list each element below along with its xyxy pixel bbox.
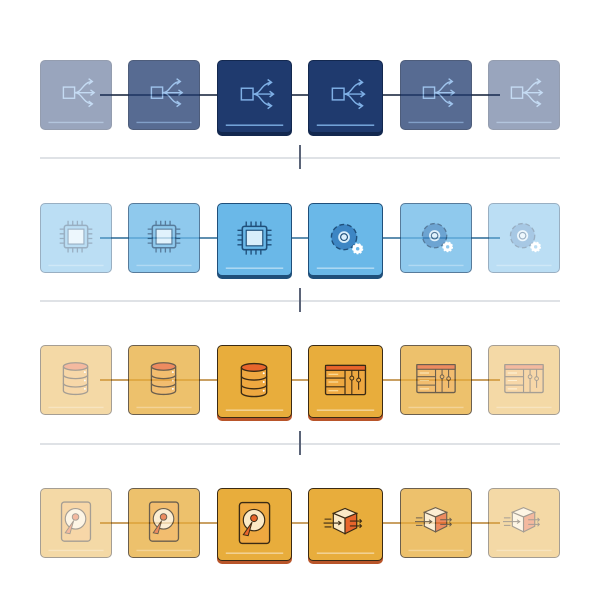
tile-package-export	[400, 488, 472, 558]
row-storage	[0, 488, 600, 568]
tile-split-flow	[40, 60, 112, 130]
tile-database	[128, 345, 200, 415]
tile-package-export	[308, 488, 383, 561]
tile-gear	[488, 203, 560, 273]
tile-split-flow	[488, 60, 560, 130]
connector-line	[100, 522, 500, 524]
tile-database	[217, 345, 292, 418]
divider-tick	[299, 288, 301, 312]
gear-icon	[496, 222, 552, 267]
split-flow-icon	[48, 78, 104, 124]
database-icon	[136, 362, 192, 409]
split-flow-icon	[225, 78, 284, 126]
row-compute	[0, 203, 600, 283]
tile-gear	[308, 203, 383, 276]
tile-database	[40, 345, 112, 415]
tile-dashboard-panel	[400, 345, 472, 415]
package-export-icon	[316, 507, 375, 554]
tile-gear	[400, 203, 472, 273]
gear-icon	[408, 222, 464, 267]
tile-split-flow	[308, 60, 383, 133]
cpu-chip-icon	[225, 221, 284, 269]
connector-line	[100, 379, 500, 381]
tile-hard-drive	[217, 488, 292, 561]
dashboard-panel-icon	[496, 363, 552, 409]
split-flow-icon	[136, 78, 192, 124]
hard-drive-icon	[136, 501, 192, 552]
dashboard-panel-icon	[408, 363, 464, 409]
tile-split-flow	[128, 60, 200, 130]
tile-dashboard-panel	[488, 345, 560, 415]
divider-tick	[299, 431, 301, 455]
tile-split-flow	[217, 60, 292, 133]
tile-cpu-chip	[217, 203, 292, 276]
tile-split-flow	[400, 60, 472, 130]
tile-package-export	[488, 488, 560, 558]
tile-hard-drive	[40, 488, 112, 558]
database-icon	[225, 362, 284, 411]
tile-dashboard-panel	[308, 345, 383, 418]
database-icon	[48, 362, 104, 409]
gear-icon	[316, 223, 375, 269]
hard-drive-icon	[48, 501, 104, 552]
divider-tick	[299, 145, 301, 169]
tile-cpu-chip	[40, 203, 112, 273]
split-flow-icon	[496, 78, 552, 124]
tile-cpu-chip	[128, 203, 200, 273]
package-export-icon	[408, 507, 464, 552]
dashboard-panel-icon	[316, 364, 375, 411]
split-flow-icon	[408, 78, 464, 124]
cpu-chip-icon	[48, 220, 104, 267]
tile-hard-drive	[128, 488, 200, 558]
cpu-chip-icon	[136, 220, 192, 267]
connector-line	[100, 94, 500, 96]
package-export-icon	[496, 507, 552, 552]
hard-drive-icon	[225, 501, 284, 554]
row-data	[0, 345, 600, 425]
row-flow	[0, 60, 600, 140]
connector-line	[100, 237, 500, 239]
split-flow-icon	[316, 78, 375, 126]
